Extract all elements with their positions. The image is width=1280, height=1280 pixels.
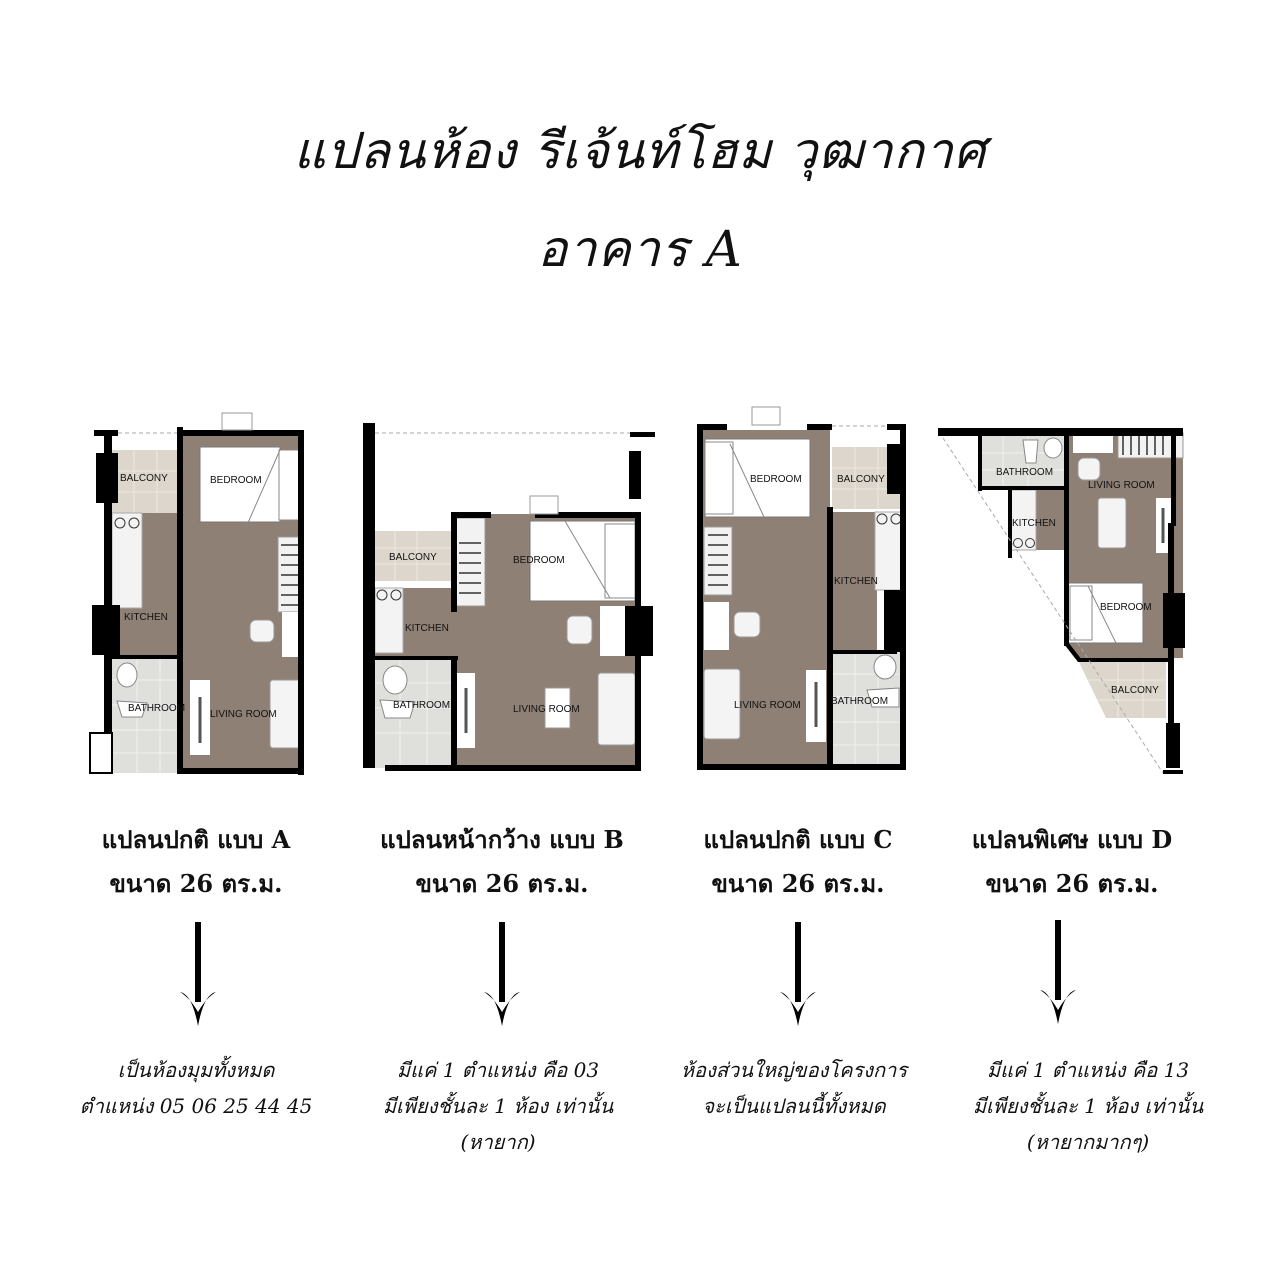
room-label-balcony: BALCONY <box>389 552 437 563</box>
plan-d-size: ขนาด 26 ตร.ม. <box>985 869 1159 898</box>
note-line: (หายาก) <box>460 1130 536 1154</box>
arrow-down-icon <box>180 922 216 1026</box>
plan-b-note: มีแค่ 1 ตำแหน่ง คือ 03 มีเพียงชั้นละ 1 ห… <box>338 1052 658 1160</box>
note-line: มีเพียงชั้นละ 1 ห้อง เท่านั้น <box>972 1094 1204 1118</box>
plan-a-size: ขนาด 26 ตร.ม. <box>109 869 283 898</box>
floor-plan-d: BATHROOM LIVING ROOM KITCHEN BEDROOM BAL… <box>938 418 1193 778</box>
room-label-bedroom: BEDROOM <box>1100 602 1152 613</box>
arrow-down-icon <box>780 922 816 1026</box>
room-label-kitchen: KITCHEN <box>1012 518 1056 529</box>
plan-b-caption: แปลนหน้ากว้าง แบบ B ขนาด 26 ตร.ม. <box>352 818 652 906</box>
room-label-kitchen: KITCHEN <box>405 623 449 634</box>
note-line: มีแค่ 1 ตำแหน่ง คือ 03 <box>396 1058 600 1082</box>
arrow-down-icon <box>484 922 520 1026</box>
plan-c-name: แปลนปกติ แบบ C <box>703 825 893 854</box>
note-line: จะเป็นแปลนนี้ทั้งหมด <box>702 1094 886 1118</box>
room-label-bathroom: BATHROOM <box>831 696 888 707</box>
floor-plan-a-drawing: BALCONY BEDROOM KITCHEN BATHROOM LIVING … <box>89 412 304 775</box>
room-label-living: LIVING ROOM <box>734 700 801 711</box>
room-label-balcony: BALCONY <box>1111 685 1159 696</box>
plan-b-name: แปลนหน้ากว้าง แบบ B <box>380 825 624 854</box>
note-line: (หายากมากๆ) <box>1026 1130 1150 1154</box>
note-line: มีเพียงชั้นละ 1 ห้อง เท่านั้น <box>382 1094 614 1118</box>
room-label-kitchen: KITCHEN <box>124 612 168 623</box>
plan-d-note: มีแค่ 1 ตำแหน่ง คือ 13 มีเพียงชั้นละ 1 ห… <box>928 1052 1248 1160</box>
room-label-kitchen: KITCHEN <box>834 576 878 587</box>
plan-b-size: ขนาด 26 ตร.ม. <box>415 869 589 898</box>
room-label-living: LIVING ROOM <box>513 704 580 715</box>
note-line: มีแค่ 1 ตำแหน่ง คือ 13 <box>986 1058 1190 1082</box>
plan-a-note: เป็นห้องมุมทั้งหมด ตำแหน่ง 05 06 25 44 4… <box>36 1052 356 1124</box>
plan-c-caption: แปลนปกติ แบบ C ขนาด 26 ตร.ม. <box>648 818 948 906</box>
plan-d-caption: แปลนพิเศษ แบบ D ขนาด 26 ตร.ม. <box>922 818 1222 906</box>
plan-c-size: ขนาด 26 ตร.ม. <box>711 869 885 898</box>
floor-plan-d-drawing: BATHROOM LIVING ROOM KITCHEN BEDROOM BAL… <box>938 428 1185 774</box>
page-title: แปลนห้อง รีเจ้นท์โฮม วุฒากาศ <box>293 122 987 180</box>
room-label-bedroom: BEDROOM <box>750 474 802 485</box>
floor-plan-b-drawing: BALCONY BEDROOM KITCHEN BATHROOM LIVING … <box>363 423 655 771</box>
room-label-bedroom: BEDROOM <box>513 555 565 566</box>
floor-plan-a: BALCONY BEDROOM KITCHEN BATHROOM LIVING … <box>82 405 312 790</box>
floor-plan-b: BALCONY BEDROOM KITCHEN BATHROOM LIVING … <box>355 418 665 773</box>
note-line: ห้องส่วนใหญ่ของโครงการ <box>680 1058 908 1082</box>
room-label-balcony: BALCONY <box>120 473 168 484</box>
room-label-bathroom: BATHROOM <box>996 467 1053 478</box>
plan-d-name: แปลนพิเศษ แบบ D <box>971 825 1173 854</box>
room-label-bathroom: BATHROOM <box>393 700 450 711</box>
room-label-bedroom: BEDROOM <box>210 475 262 486</box>
plan-a-caption: แปลนปกติ แบบ A ขนาด 26 ตร.ม. <box>46 818 346 906</box>
floor-plan-c: BALCONY BEDROOM KITCHEN BATHROOM LIVING … <box>692 402 914 777</box>
plan-a-name: แปลนปกติ แบบ A <box>101 825 291 854</box>
note-line: เป็นห้องมุมทั้งหมด <box>117 1058 275 1082</box>
note-line: ตำแหน่ง 05 06 25 44 45 <box>79 1094 313 1118</box>
arrow-down-icon <box>1040 920 1076 1024</box>
room-label-living: LIVING ROOM <box>1088 480 1155 491</box>
plan-c-note: ห้องส่วนใหญ่ของโครงการ จะเป็นแปลนนี้ทั้ง… <box>634 1052 954 1124</box>
room-label-balcony: BALCONY <box>837 474 885 485</box>
room-label-bathroom: BATHROOM <box>128 703 185 714</box>
room-label-living: LIVING ROOM <box>210 709 277 720</box>
floor-plan-c-drawing: BALCONY BEDROOM KITCHEN BATHROOM LIVING … <box>697 406 906 770</box>
page-subtitle: อาคาร A <box>537 220 743 278</box>
